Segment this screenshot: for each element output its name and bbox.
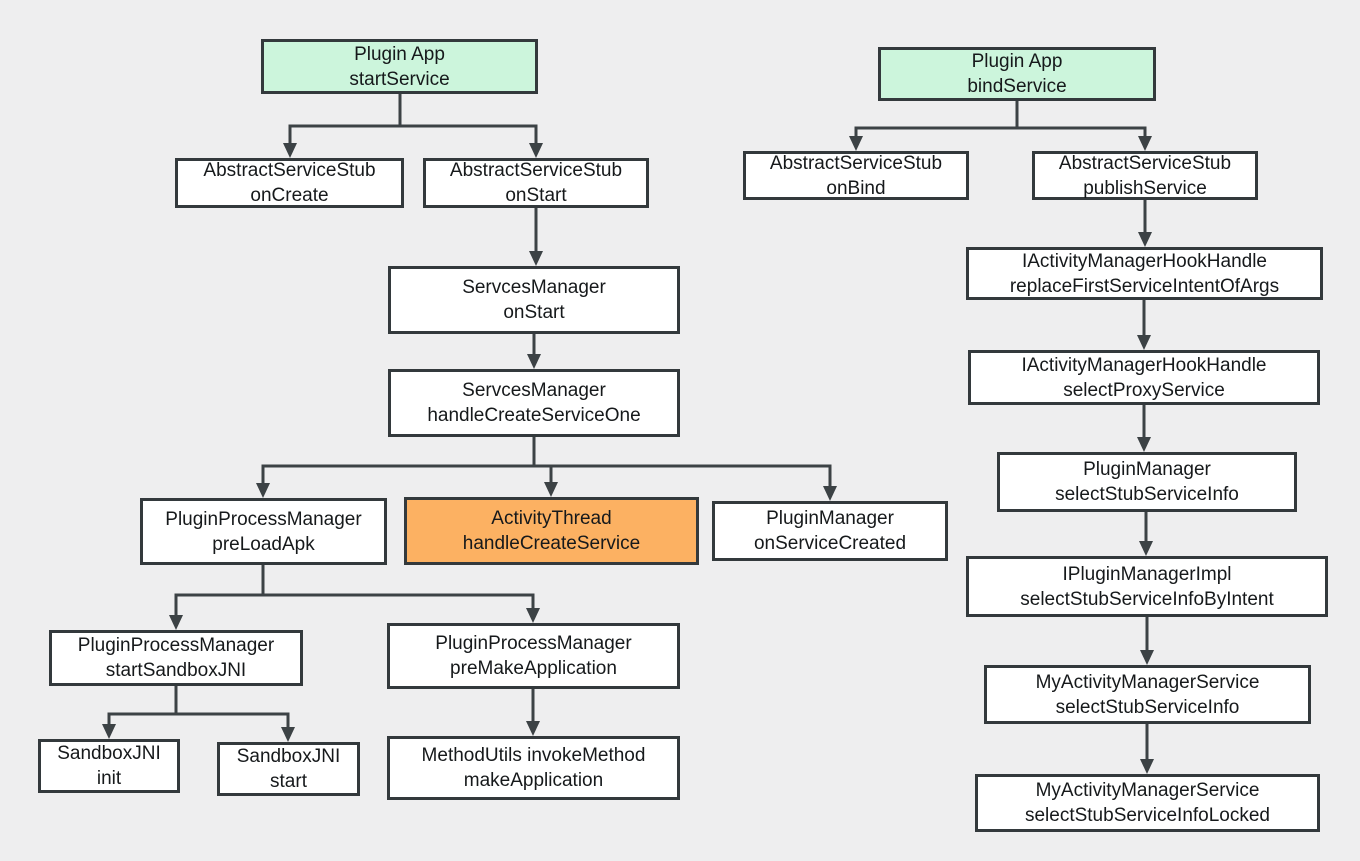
node-pluginprocessmanager-preloadapk: PluginProcessManager preLoadApk [140,498,387,565]
edge-preloadapk-to-premakeapplication [261,565,540,623]
node-methodutils-invokemethod-makeapplication: MethodUtils invokeMethod makeApplication [387,736,680,800]
node-pluginmanager-selectstubserviceinfo: PluginManager selectStubServiceInfo [997,452,1297,512]
node-abstractservicestub-onbind: AbstractServiceStub onBind [743,151,969,200]
node-servcesmanager-handlecreateserviceone: ServcesManager handleCreateServiceOne [388,369,680,437]
node-servcesmanager-onstart: ServcesManager onStart [388,266,680,334]
node-ipluginmanagerimpl-selectstubserviceinfobyintent: IPluginManagerImpl selectStubServiceInfo… [966,556,1328,617]
node-pluginprocessmanager-premakeapplication: PluginProcessManager preMakeApplication [387,623,680,689]
edge-startsandboxjni-to-start [174,686,295,742]
edge-preloadapk-to-startsandboxjni [169,565,265,630]
edge-handlecreateserviceone-to-handlecreateservice [532,437,558,497]
node-abstractservicestub-oncreate: AbstractServiceStub onCreate [175,158,404,208]
node-sandboxjni-start: SandboxJNI start [217,742,360,796]
node-abstractservicestub-onstart: AbstractServiceStub onStart [423,158,649,208]
edge-handlecreateserviceone-to-preloadapk [256,437,536,498]
edge-startsandboxjni-to-init [102,686,178,739]
edge-handlecreateserviceone-to-onservicecreated [532,437,837,501]
node-pluginmanager-onservicecreated: PluginManager onServiceCreated [712,501,948,561]
node-myactivitymanagerservice-selectstubserviceinfo: MyActivityManagerService selectStubServi… [984,665,1311,724]
node-abstractservicestub-publishservice: AbstractServiceStub publishService [1032,151,1258,200]
node-sandboxjni-init: SandboxJNI init [38,739,180,793]
node-iactivitymanagerhookhandle-selectproxyservice: IActivityManagerHookHandle selectProxySe… [968,350,1320,405]
node-activitythread-handlecreateservice: ActivityThread handleCreateService [404,497,699,565]
edge-startservice-to-onstart [398,94,543,158]
node-plugin-app-bindservice: Plugin App bindService [878,47,1156,101]
edge-bindservice-to-onbind [849,101,1019,151]
node-plugin-app-startservice: Plugin App startService [261,39,538,94]
node-pluginprocessmanager-startsandboxjni: PluginProcessManager startSandboxJNI [49,630,303,686]
node-iactivitymanagerhookhandle-replacefirstserviceintentofargs: IActivityManagerHookHandle replaceFirstS… [966,247,1323,300]
edge-startservice-to-oncreate [283,94,402,158]
edge-bindservice-to-publishservice [1015,101,1152,151]
node-myactivitymanagerservice-selectstubserviceinfolocked: MyActivityManagerService selectStubServi… [975,774,1320,832]
